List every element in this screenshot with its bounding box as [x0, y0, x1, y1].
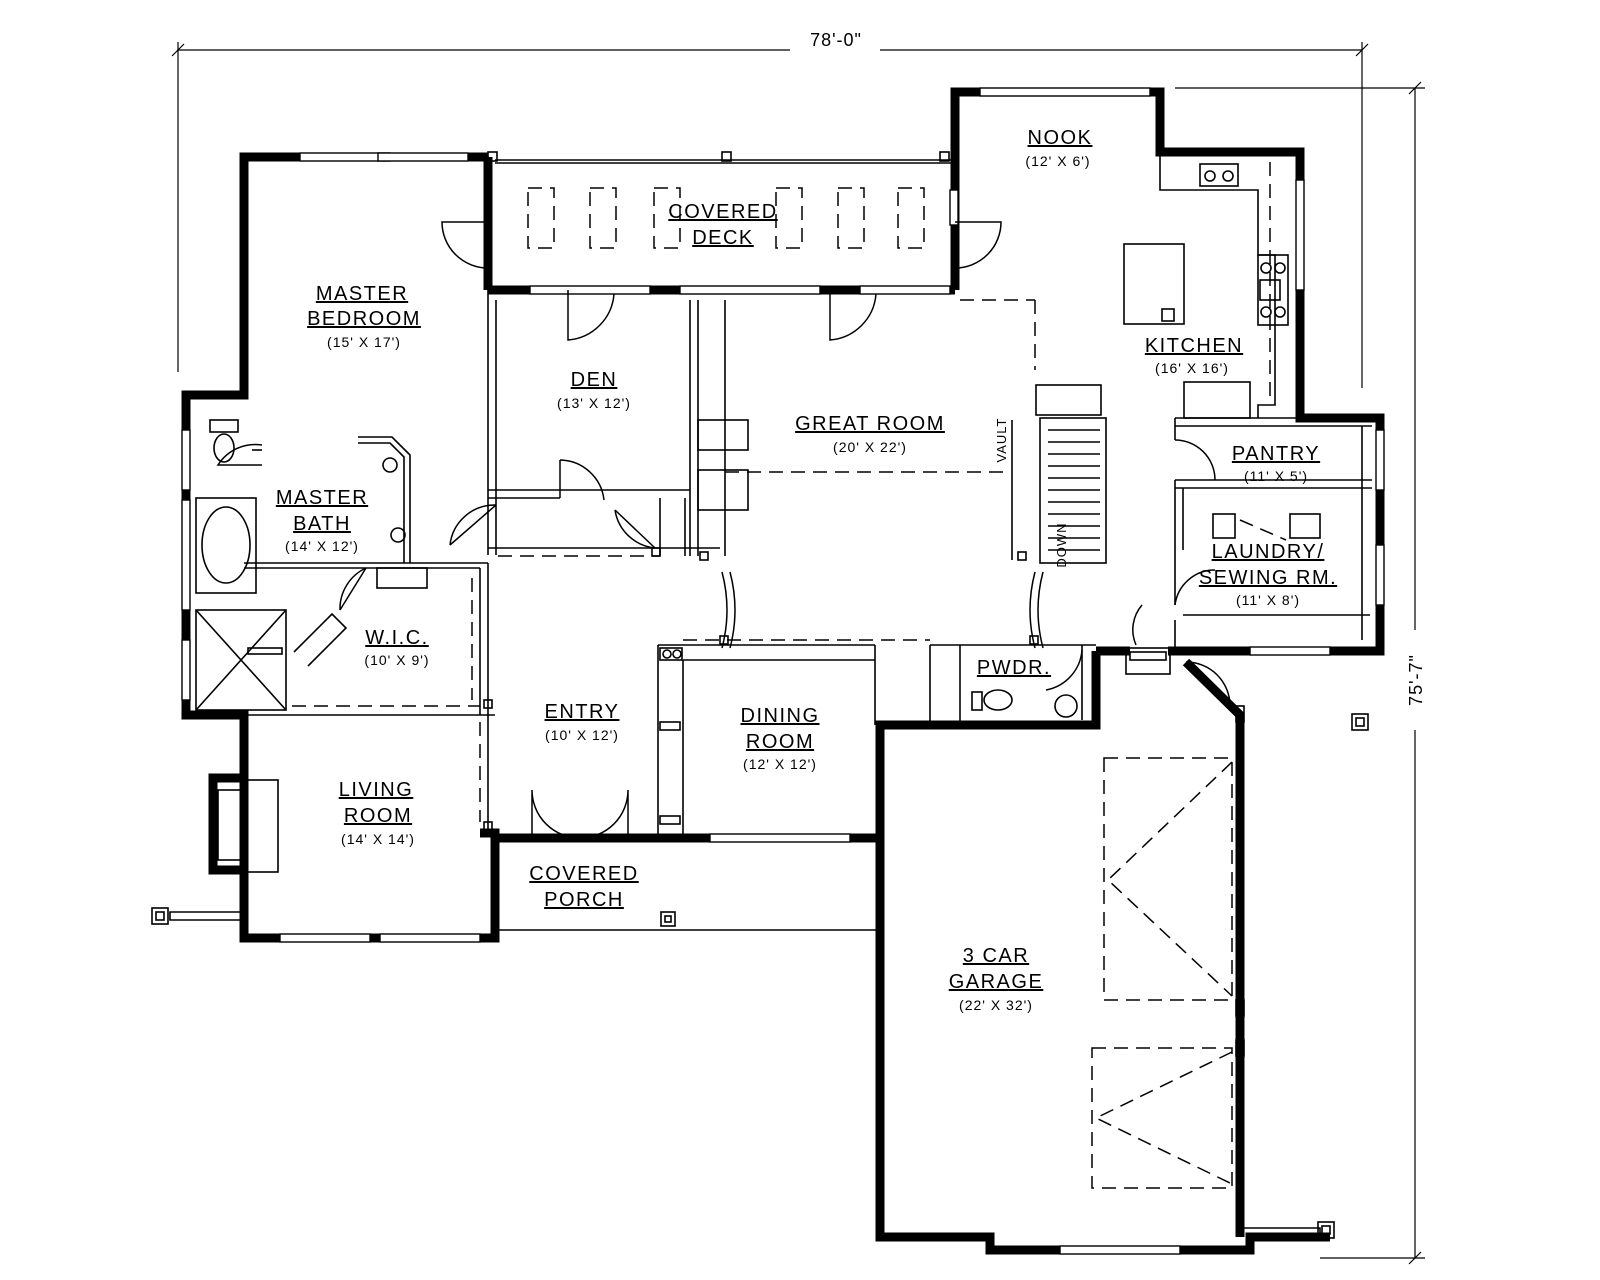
overall-width-label: 78'-0" [810, 30, 862, 50]
master-bath-label: MASTER BATH (14' X 12') [276, 487, 368, 554]
windows [181, 87, 1385, 1255]
covered-porch-label: COVERED PORCH [529, 863, 638, 911]
svg-text:(15' X 17'): (15' X 17') [327, 334, 401, 350]
svg-text:SEWING RM.: SEWING RM. [1199, 567, 1337, 589]
svg-text:LAUNDRY/: LAUNDRY/ [1212, 541, 1325, 563]
svg-text:GARAGE: GARAGE [949, 971, 1044, 993]
garage-doors [1091, 705, 1369, 1239]
living-room-label: LIVING ROOM (14' X 14') [339, 779, 415, 847]
svg-text:COVERED: COVERED [668, 201, 777, 223]
svg-text:MASTER: MASTER [316, 283, 408, 305]
svg-text:COVERED: COVERED [529, 863, 638, 885]
laundry-label: LAUNDRY/ SEWING RM. (11' X 8') [1199, 541, 1337, 608]
svg-text:GREAT ROOM: GREAT ROOM [795, 413, 945, 435]
svg-text:LIVING: LIVING [339, 779, 414, 801]
svg-text:(11' X 5'): (11' X 5') [1244, 468, 1308, 484]
svg-text:NOOK: NOOK [1028, 127, 1093, 149]
dining-room-label: DINING ROOM (12' X 12') [741, 705, 820, 772]
svg-text:ROOM: ROOM [746, 731, 814, 753]
svg-text:PANTRY: PANTRY [1232, 443, 1320, 465]
svg-text:BEDROOM: BEDROOM [307, 308, 421, 330]
svg-text:W.I.C.: W.I.C. [365, 627, 428, 649]
svg-text:3 CAR: 3 CAR [963, 945, 1029, 967]
powder-label: PWDR. [977, 657, 1051, 679]
svg-text:DECK: DECK [692, 227, 754, 249]
pantry-label: PANTRY (11' X 5') [1232, 443, 1320, 484]
garage-label: 3 CAR GARAGE (22' X 32') [949, 945, 1044, 1013]
overall-depth-label: 75'-7" [1406, 654, 1426, 706]
svg-text:(22' X 32'): (22' X 32') [959, 997, 1033, 1013]
covered-deck-outline [487, 151, 955, 249]
svg-text:(14' X 12'): (14' X 12') [285, 538, 359, 554]
svg-text:PORCH: PORCH [544, 889, 624, 911]
interior-walls [244, 290, 1380, 838]
svg-text:BATH: BATH [293, 513, 351, 535]
kitchen-label: KITCHEN (16' X 16') [1145, 335, 1243, 376]
svg-text:KITCHEN: KITCHEN [1145, 335, 1243, 357]
svg-text:(10' X 9'): (10' X 9') [364, 652, 429, 668]
doors [216, 221, 1231, 839]
svg-text:DINING: DINING [741, 705, 820, 727]
entry-label: ENTRY (10' X 12') [545, 701, 620, 743]
svg-text:(13' X 12'): (13' X 12') [557, 395, 631, 411]
great-room-label: GREAT ROOM (20' X 22') [795, 413, 945, 455]
svg-text:PWDR.: PWDR. [977, 657, 1051, 679]
svg-text:(14' X 14'): (14' X 14') [341, 831, 415, 847]
exterior-walls [181, 87, 1385, 1255]
covered-porch-outline [151, 838, 880, 931]
wic-label: W.I.C. (10' X 9') [364, 627, 429, 668]
fixtures [195, 152, 1321, 873]
svg-text:(20' X 22'): (20' X 22') [833, 439, 907, 455]
svg-text:(16' X 16'): (16' X 16') [1155, 360, 1229, 376]
svg-text:(12' X 6'): (12' X 6') [1025, 153, 1090, 169]
covered-deck-label: COVERED DECK [668, 201, 777, 249]
svg-text:MASTER: MASTER [276, 487, 368, 509]
stair-down-label: DOWN [1054, 522, 1069, 567]
master-bedroom-label: MASTER BEDROOM (15' X 17') [307, 283, 421, 350]
svg-text:DEN: DEN [571, 369, 618, 391]
vault-label: VAULT [994, 418, 1009, 463]
svg-text:(12' X 12'): (12' X 12') [743, 756, 817, 772]
staircase [1011, 384, 1107, 564]
nook-label: NOOK (12' X 6') [1025, 127, 1093, 169]
svg-text:(11' X 8'): (11' X 8') [1236, 592, 1300, 608]
svg-text:ROOM: ROOM [344, 805, 412, 827]
svg-text:(10' X 12'): (10' X 12') [545, 727, 619, 743]
den-label: DEN (13' X 12') [557, 369, 631, 411]
svg-text:ENTRY: ENTRY [545, 701, 620, 723]
